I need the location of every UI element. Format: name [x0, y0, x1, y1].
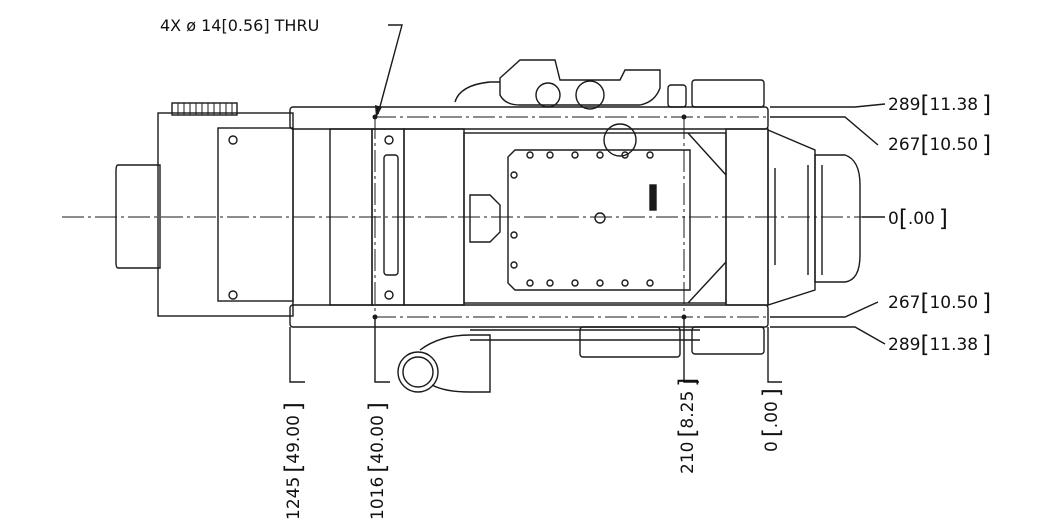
right-dimensions: 289[11.38] 267[10.50] 0[.00] 267[10.50] … — [770, 92, 991, 358]
center-lines — [62, 116, 882, 318]
leader-289-bottom — [770, 326, 886, 345]
ext-1016 — [374, 317, 390, 383]
dim-bottom-210: 210[8.25] — [675, 378, 701, 474]
rear-plate-bolt — [228, 135, 238, 145]
end-cap — [115, 164, 161, 269]
dim-right-0: 0[.00] — [888, 206, 948, 232]
exhaust-outlet-inner — [402, 356, 434, 388]
leader-267-bottom — [770, 301, 879, 318]
dim-bottom-1245: 1245[49.00] — [281, 402, 307, 520]
ext-0 — [767, 327, 782, 383]
top-box — [691, 79, 765, 108]
callout-arrowhead — [375, 105, 382, 118]
frame-rail-top — [289, 106, 769, 130]
valve-cover-bolts — [510, 151, 654, 287]
bottom-box — [691, 326, 765, 355]
leader-267-top — [770, 116, 879, 146]
mount-bolt — [384, 135, 394, 145]
ext-1245 — [289, 327, 305, 383]
rear-plate — [217, 127, 294, 302]
dim-right-267-bottom: 267[10.50] — [888, 290, 991, 316]
rear-plate-bolt — [228, 290, 238, 300]
ext-210 — [683, 317, 699, 383]
fan-housing — [767, 128, 816, 306]
dim-right-289-bottom: 289[11.38] — [888, 332, 991, 358]
callout-note: 4X ø 14[0.56] THRU — [160, 16, 319, 35]
dim-bottom-1016: 1016[40.00] — [365, 402, 391, 520]
dim-right-289-top: 289[11.38] — [888, 92, 991, 118]
top-connector — [171, 102, 238, 116]
valve-cover — [507, 149, 691, 291]
filter-cap — [667, 84, 687, 108]
callout-leader — [377, 24, 403, 115]
turbocharger — [499, 59, 661, 106]
exhaust-elbow — [419, 334, 491, 393]
top-hose — [454, 81, 500, 103]
engine-assembly — [115, 59, 861, 393]
fan-shroud — [814, 154, 861, 283]
air-filter-housing — [157, 112, 294, 317]
exhaust-outlet — [397, 351, 439, 393]
brace — [687, 132, 727, 176]
dim-right-267-top: 267[10.50] — [888, 132, 991, 158]
label-strip — [649, 184, 657, 211]
brace — [687, 261, 727, 304]
oil-filler — [469, 194, 501, 243]
bottom-dimensions: 1245[49.00] 1016[40.00] 210[8.25] 0[.00] — [281, 317, 785, 520]
dim-bottom-0: 0[.00] — [759, 388, 785, 452]
engine-block — [463, 132, 727, 304]
pump-unit — [579, 326, 681, 358]
mount-slot — [383, 154, 399, 276]
turbo-wheel — [535, 82, 561, 108]
bottom-pipe — [470, 329, 700, 341]
hole-callout: 4X ø 14[0.56] THRU — [160, 16, 403, 118]
turbo-wheel — [575, 80, 605, 110]
mount-bolt — [384, 290, 394, 300]
turbo-outlet — [603, 123, 637, 157]
frame-rail-bottom — [289, 304, 769, 328]
leader-289-top — [770, 103, 886, 108]
